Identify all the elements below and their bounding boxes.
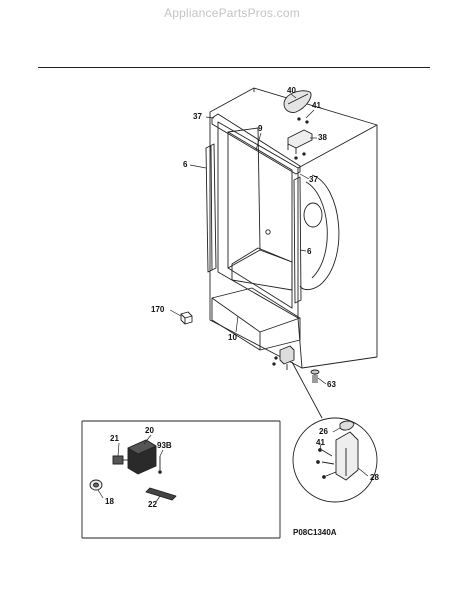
callout-41-top: 41 <box>312 101 321 110</box>
trim-strip-right <box>293 176 302 304</box>
site-watermark: AppliancePartsPros.com <box>164 6 300 20</box>
callout-10: 10 <box>228 333 237 342</box>
part-170-clip <box>180 311 193 325</box>
callout-6-right: 6 <box>307 247 312 256</box>
callout-leaders <box>97 93 369 503</box>
cabinet-body <box>209 87 378 369</box>
callout-18: 18 <box>105 497 114 506</box>
callout-38: 38 <box>318 133 327 142</box>
callout-22: 22 <box>148 500 157 509</box>
part-18-knob <box>89 479 103 491</box>
detail-leader-line <box>291 361 323 419</box>
thermostat-inset-box <box>81 420 281 539</box>
header-divider <box>38 67 430 68</box>
top-trim-strip <box>211 113 301 175</box>
bottom-drip-tray <box>211 287 301 351</box>
hinge-detail-circle <box>292 417 378 503</box>
callout-21: 21 <box>110 434 119 443</box>
callout-9: 9 <box>258 124 263 133</box>
part-40-cover <box>283 90 312 113</box>
callout-28: 28 <box>370 473 379 482</box>
callout-6-left: 6 <box>183 160 188 169</box>
callout-170: 170 <box>151 305 165 314</box>
trim-strip-left <box>205 143 217 273</box>
callout-37-right: 37 <box>309 175 318 184</box>
bottom-hinge-assembly <box>272 345 295 370</box>
callout-63: 63 <box>327 380 336 389</box>
callout-37-left: 37 <box>193 112 202 121</box>
callout-26: 26 <box>319 427 328 436</box>
part-21-bracket <box>112 455 128 465</box>
callout-20: 20 <box>145 426 154 435</box>
callout-41-detail: 41 <box>316 438 325 447</box>
part-63-leveling-leg <box>310 369 320 383</box>
part-20-thermostat-housing <box>127 439 157 475</box>
part-93b-screw <box>158 456 162 474</box>
part-41-screws-top <box>294 117 309 160</box>
diagram-code: P08C1340A <box>293 528 337 537</box>
callout-40: 40 <box>287 86 296 95</box>
callout-93b: 93B <box>157 441 172 450</box>
part-38-bracket <box>287 129 313 154</box>
part-22-strip <box>145 487 177 501</box>
